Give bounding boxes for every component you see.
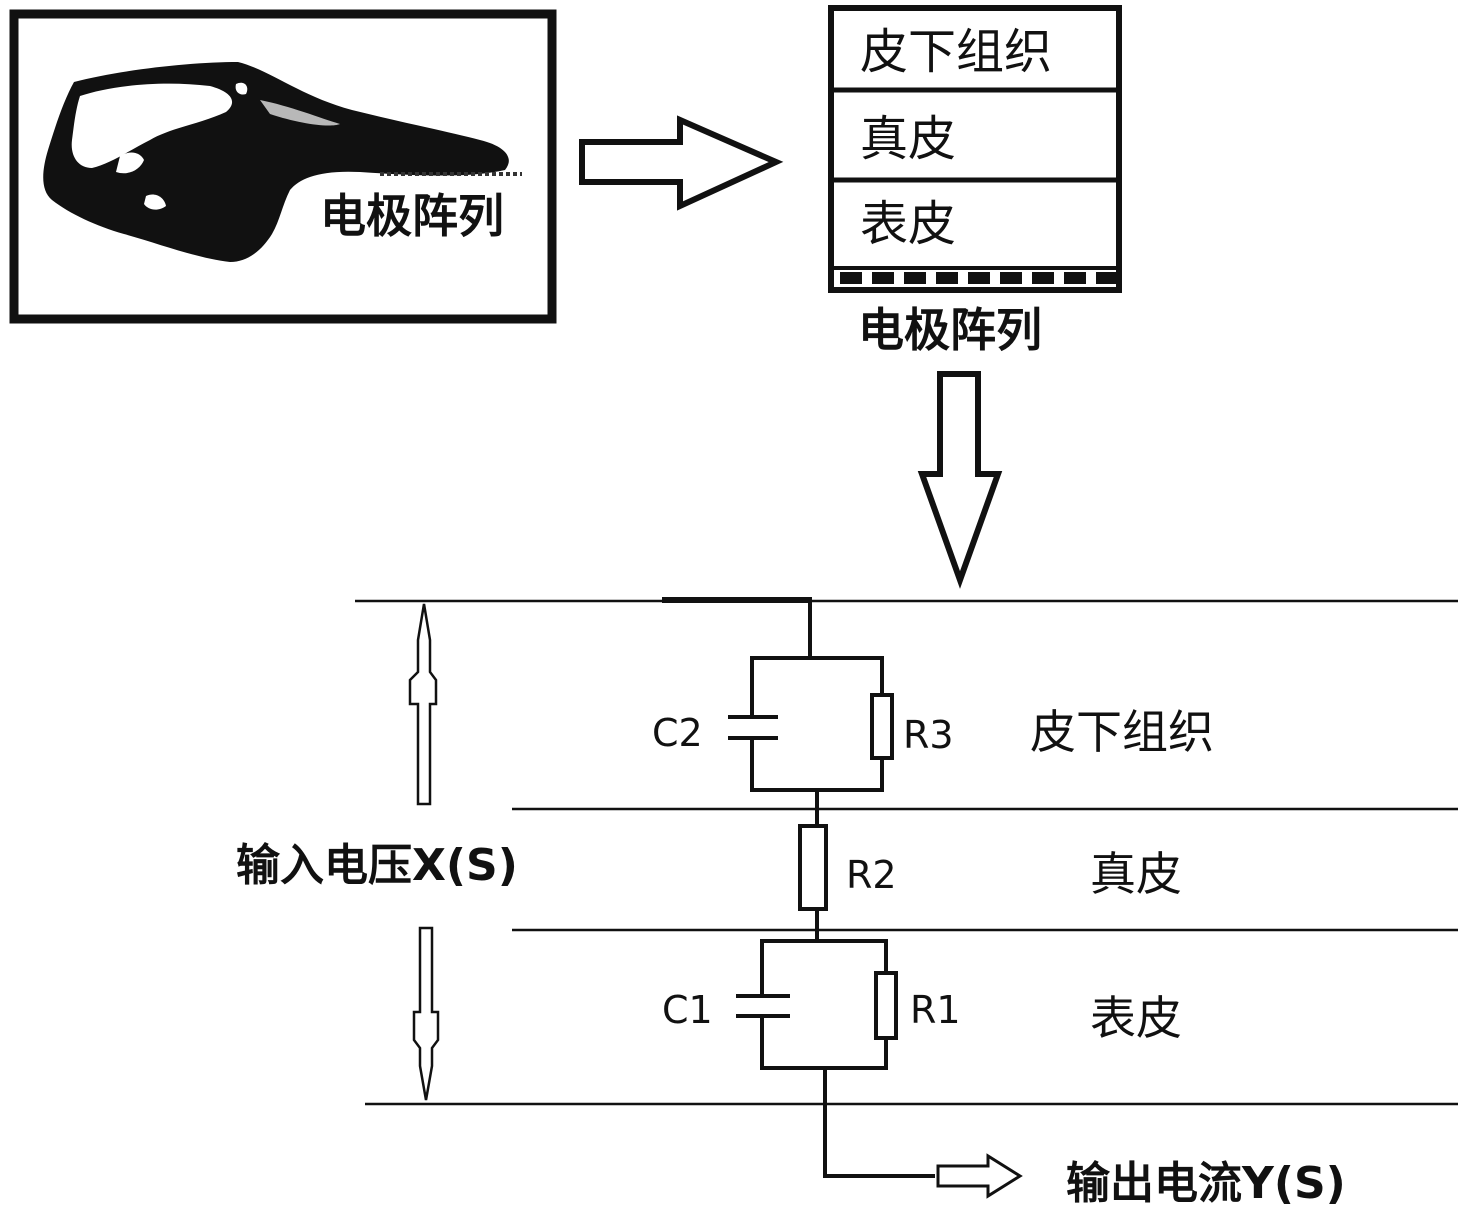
resistor-r1 [874, 971, 898, 1040]
rc-block-subcutaneous: C2 R3 [652, 656, 954, 792]
resistor-r3 [870, 693, 894, 760]
output-current-label: 输出电流Y(S) [1066, 1158, 1346, 1209]
input-up-arrow-icon [408, 603, 438, 806]
label-c2: C2 [652, 711, 703, 755]
input-down-arrow-icon [412, 926, 440, 1101]
circuit-label-epidermis: 表皮 [1090, 991, 1182, 1045]
layer-stack-frame [828, 5, 1122, 293]
circuit-label-subcutaneous: 皮下组织 [1030, 705, 1214, 759]
layer-dermis: 真皮 [860, 111, 956, 167]
finger-silhouette [43, 62, 522, 262]
finger-panel: 电极阵列 [9, 9, 557, 324]
arrow-down-icon [917, 371, 1003, 589]
layer-epidermis: 表皮 [860, 196, 956, 252]
rc-block-epidermis: C1 R1 [662, 939, 961, 1070]
label-r3: R3 [903, 713, 954, 757]
layer-stack: 皮下组织 真皮 表皮 电极阵列 [828, 5, 1122, 357]
layer-stack-electrode-label: 电极阵列 [858, 303, 1042, 357]
circuit-label-dermis: 真皮 [1090, 847, 1182, 901]
resistor-r2 [798, 824, 828, 911]
label-c1: C1 [662, 988, 713, 1032]
circuit-model: C2 R3 R2 C1 R1 皮下组织 真皮 表皮 [236, 597, 1458, 1209]
label-r1: R1 [910, 988, 961, 1032]
label-r2: R2 [846, 853, 897, 897]
arrow-right-icon [579, 115, 784, 211]
output-arrow-icon [936, 1153, 1023, 1199]
input-voltage-label: 输入电压X(S) [236, 840, 518, 891]
layer-subcutaneous: 皮下组织 [860, 24, 1052, 80]
finger-electrode-label: 电极阵列 [320, 189, 504, 243]
